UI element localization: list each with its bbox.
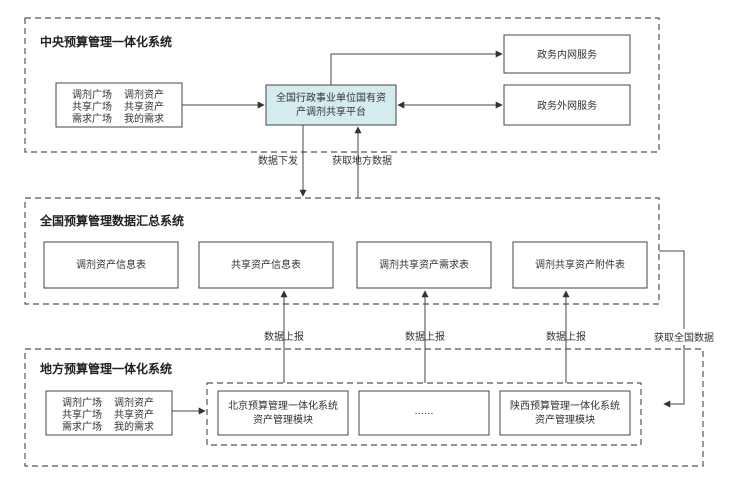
arrow-get-national-data xyxy=(659,250,685,408)
national-system-title: 全国预算管理数据汇总系统 xyxy=(39,213,184,228)
central-menu-item[interactable]: 调剂资产 xyxy=(124,88,164,101)
local-menu-item[interactable]: 共享资产 xyxy=(114,408,154,421)
beijing-module-label: 资产管理模块 xyxy=(253,413,313,426)
beijing-module-box xyxy=(217,390,349,436)
central-menu-item[interactable]: 调剂广场 xyxy=(72,88,112,101)
sharing-platform-label: 产调剂共享平台 xyxy=(296,105,366,118)
local-system-title: 地方预算管理一体化系统 xyxy=(40,361,172,376)
local-menu-box xyxy=(45,390,173,436)
intranet-service-box xyxy=(503,34,631,74)
table-label: 调剂资产信息表 xyxy=(76,258,146,271)
central-menu-item[interactable]: 需求广场 xyxy=(72,112,112,125)
extranet-service-label: 政务外网服务 xyxy=(537,99,597,112)
central-system-frame xyxy=(24,17,660,153)
table-box xyxy=(198,241,334,289)
table-label: 共享资产信息表 xyxy=(231,258,301,271)
table-label: 调剂共享资产需求表 xyxy=(379,258,469,271)
central-menu-box xyxy=(55,82,183,128)
table-box xyxy=(43,241,179,289)
central-system-title: 中央预算管理一体化系统 xyxy=(40,34,172,49)
report-label: 数据上报 xyxy=(264,330,304,343)
get-local-data-label: 获取地方数据 xyxy=(332,154,392,167)
table-box xyxy=(356,241,492,289)
local-menu-item[interactable]: 需求广场 xyxy=(62,420,102,433)
central-menu-item[interactable]: 我的需求 xyxy=(124,112,164,125)
table-box xyxy=(512,241,648,289)
central-menu-item[interactable]: 共享广场 xyxy=(72,100,112,113)
other-module-label: ...... xyxy=(414,406,433,417)
arrow-platform-to-intranet xyxy=(330,50,503,85)
get-national-data-label: 获取全国数据 xyxy=(654,331,714,344)
shaanxi-module-label: 陕西预算管理一体化系统 xyxy=(510,399,620,412)
beijing-module-label: 北京预算管理一体化系统 xyxy=(228,399,338,412)
local-system-frame xyxy=(24,348,704,467)
local-menu-item[interactable]: 调剂广场 xyxy=(62,396,102,409)
other-module-box xyxy=(358,390,490,436)
report-label: 数据上报 xyxy=(405,330,445,343)
report-label: 数据上报 xyxy=(546,330,586,343)
label-background xyxy=(646,329,722,345)
local-menu-item[interactable]: 调剂资产 xyxy=(114,396,154,409)
extranet-service-box xyxy=(503,84,631,126)
shaanxi-module-label: 资产管理模块 xyxy=(535,413,595,426)
local-modules-frame xyxy=(206,382,642,446)
intranet-service-label: 政务内网服务 xyxy=(537,48,597,61)
local-menu-item[interactable]: 我的需求 xyxy=(114,420,154,433)
sharing-platform-box xyxy=(265,84,397,126)
shaanxi-module-box xyxy=(499,390,631,436)
sharing-platform-label: 全国行政事业单位国有资 xyxy=(276,91,386,104)
local-menu-item[interactable]: 共享广场 xyxy=(62,408,102,421)
table-label: 调剂共享资产附件表 xyxy=(535,258,625,271)
central-menu-item[interactable]: 共享资产 xyxy=(124,100,164,113)
data-down-label: 数据下发 xyxy=(258,154,298,167)
